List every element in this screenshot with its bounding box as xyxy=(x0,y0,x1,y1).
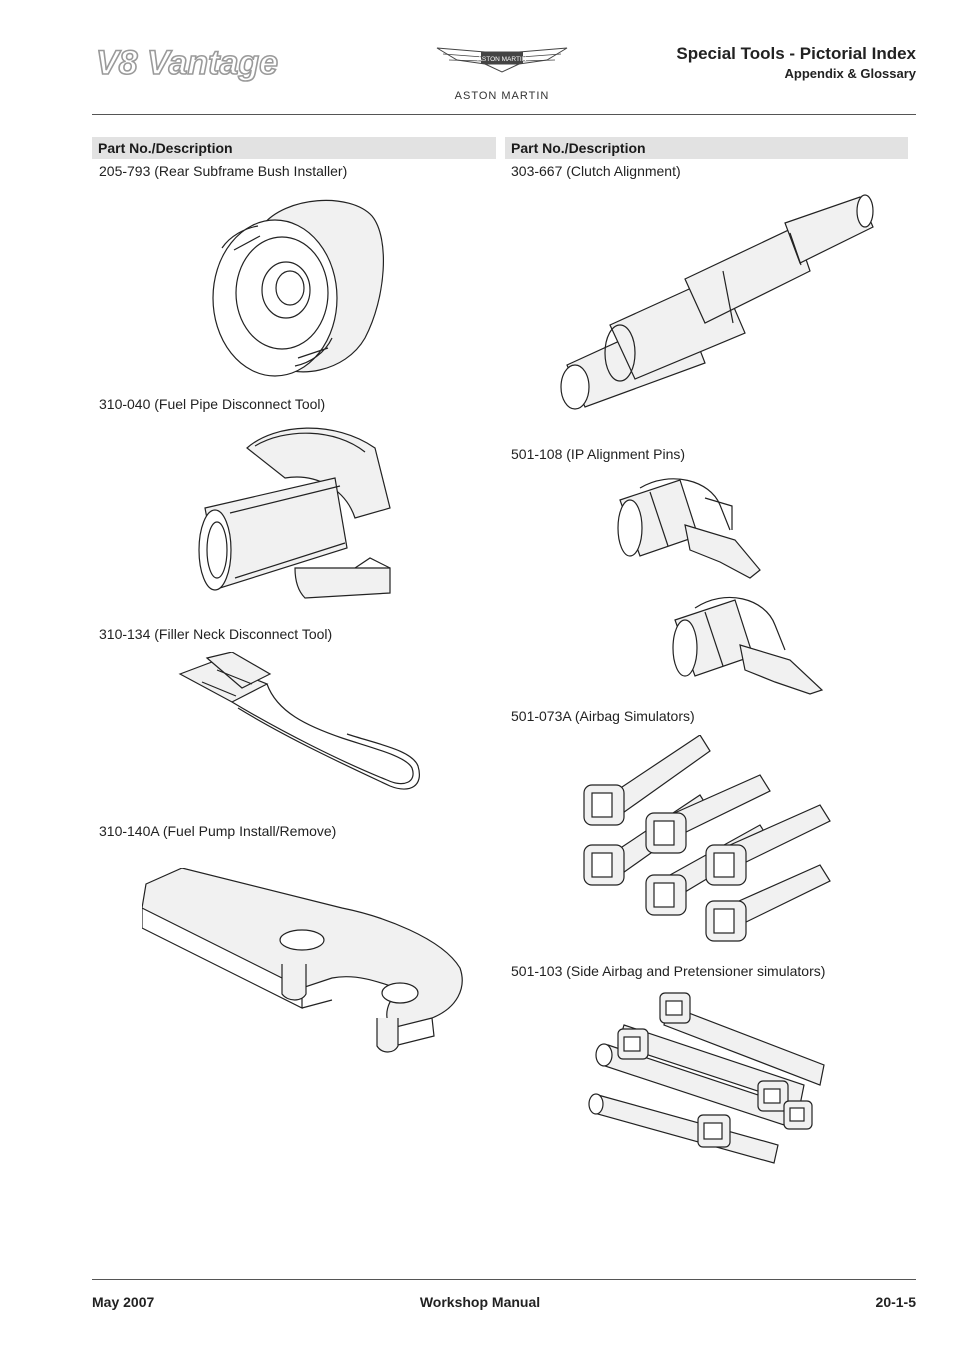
tool-caption-205-793: 205-793 (Rear Subframe Bush Installer) xyxy=(99,163,348,179)
tool-caption-310-134: 310-134 (Filler Neck Disconnect Tool) xyxy=(99,626,333,642)
tool-caption-310-140a: 310-140A (Fuel Pump Install/Remove) xyxy=(99,823,337,839)
clutch-alignment-tool-image xyxy=(560,194,874,410)
footer-date: May 2007 xyxy=(92,1294,155,1310)
fuel-pump-install-remove-tool-image xyxy=(142,868,463,1053)
airbag-simulators-image xyxy=(583,735,831,942)
fuel-pipe-disconnect-tool-image xyxy=(198,427,391,599)
tool-caption-501-108: 501-108 (IP Alignment Pins) xyxy=(511,446,686,462)
tool-caption-310-040: 310-040 (Fuel Pipe Disconnect Tool) xyxy=(99,396,326,412)
aston-martin-wings-logo: ASTON MARTIN xyxy=(436,47,568,73)
footer-rule xyxy=(92,1279,916,1280)
rear-subframe-bush-installer-image xyxy=(212,199,385,377)
svg-text:ASTON MARTIN: ASTON MARTIN xyxy=(478,56,527,63)
brand-name: ASTON MARTIN xyxy=(454,90,550,102)
footer-page-number: 20-1-5 xyxy=(875,1294,916,1310)
tool-caption-303-667: 303-667 (Clutch Alignment) xyxy=(511,163,681,179)
right-column-header: Part No./Description xyxy=(505,137,908,159)
svg-text:V8 Vantage: V8 Vantage xyxy=(96,44,278,82)
v8-vantage-logo: V8 Vantage xyxy=(95,43,279,83)
footer-manual-title: Workshop Manual xyxy=(419,1294,541,1310)
page-title: Special Tools - Pictorial Index xyxy=(676,44,916,63)
tool-caption-501-103: 501-103 (Side Airbag and Pretensioner si… xyxy=(511,963,826,979)
tool-caption-501-073a: 501-073A (Airbag Simulators) xyxy=(511,708,695,724)
ip-alignment-pins-image xyxy=(617,478,824,695)
page-subtitle: Appendix & Glossary xyxy=(784,66,916,81)
left-column-header: Part No./Description xyxy=(92,137,496,159)
filler-neck-disconnect-tool-image xyxy=(178,652,420,790)
side-airbag-pretensioner-simulators-image xyxy=(588,992,825,1164)
header-rule xyxy=(92,114,916,115)
